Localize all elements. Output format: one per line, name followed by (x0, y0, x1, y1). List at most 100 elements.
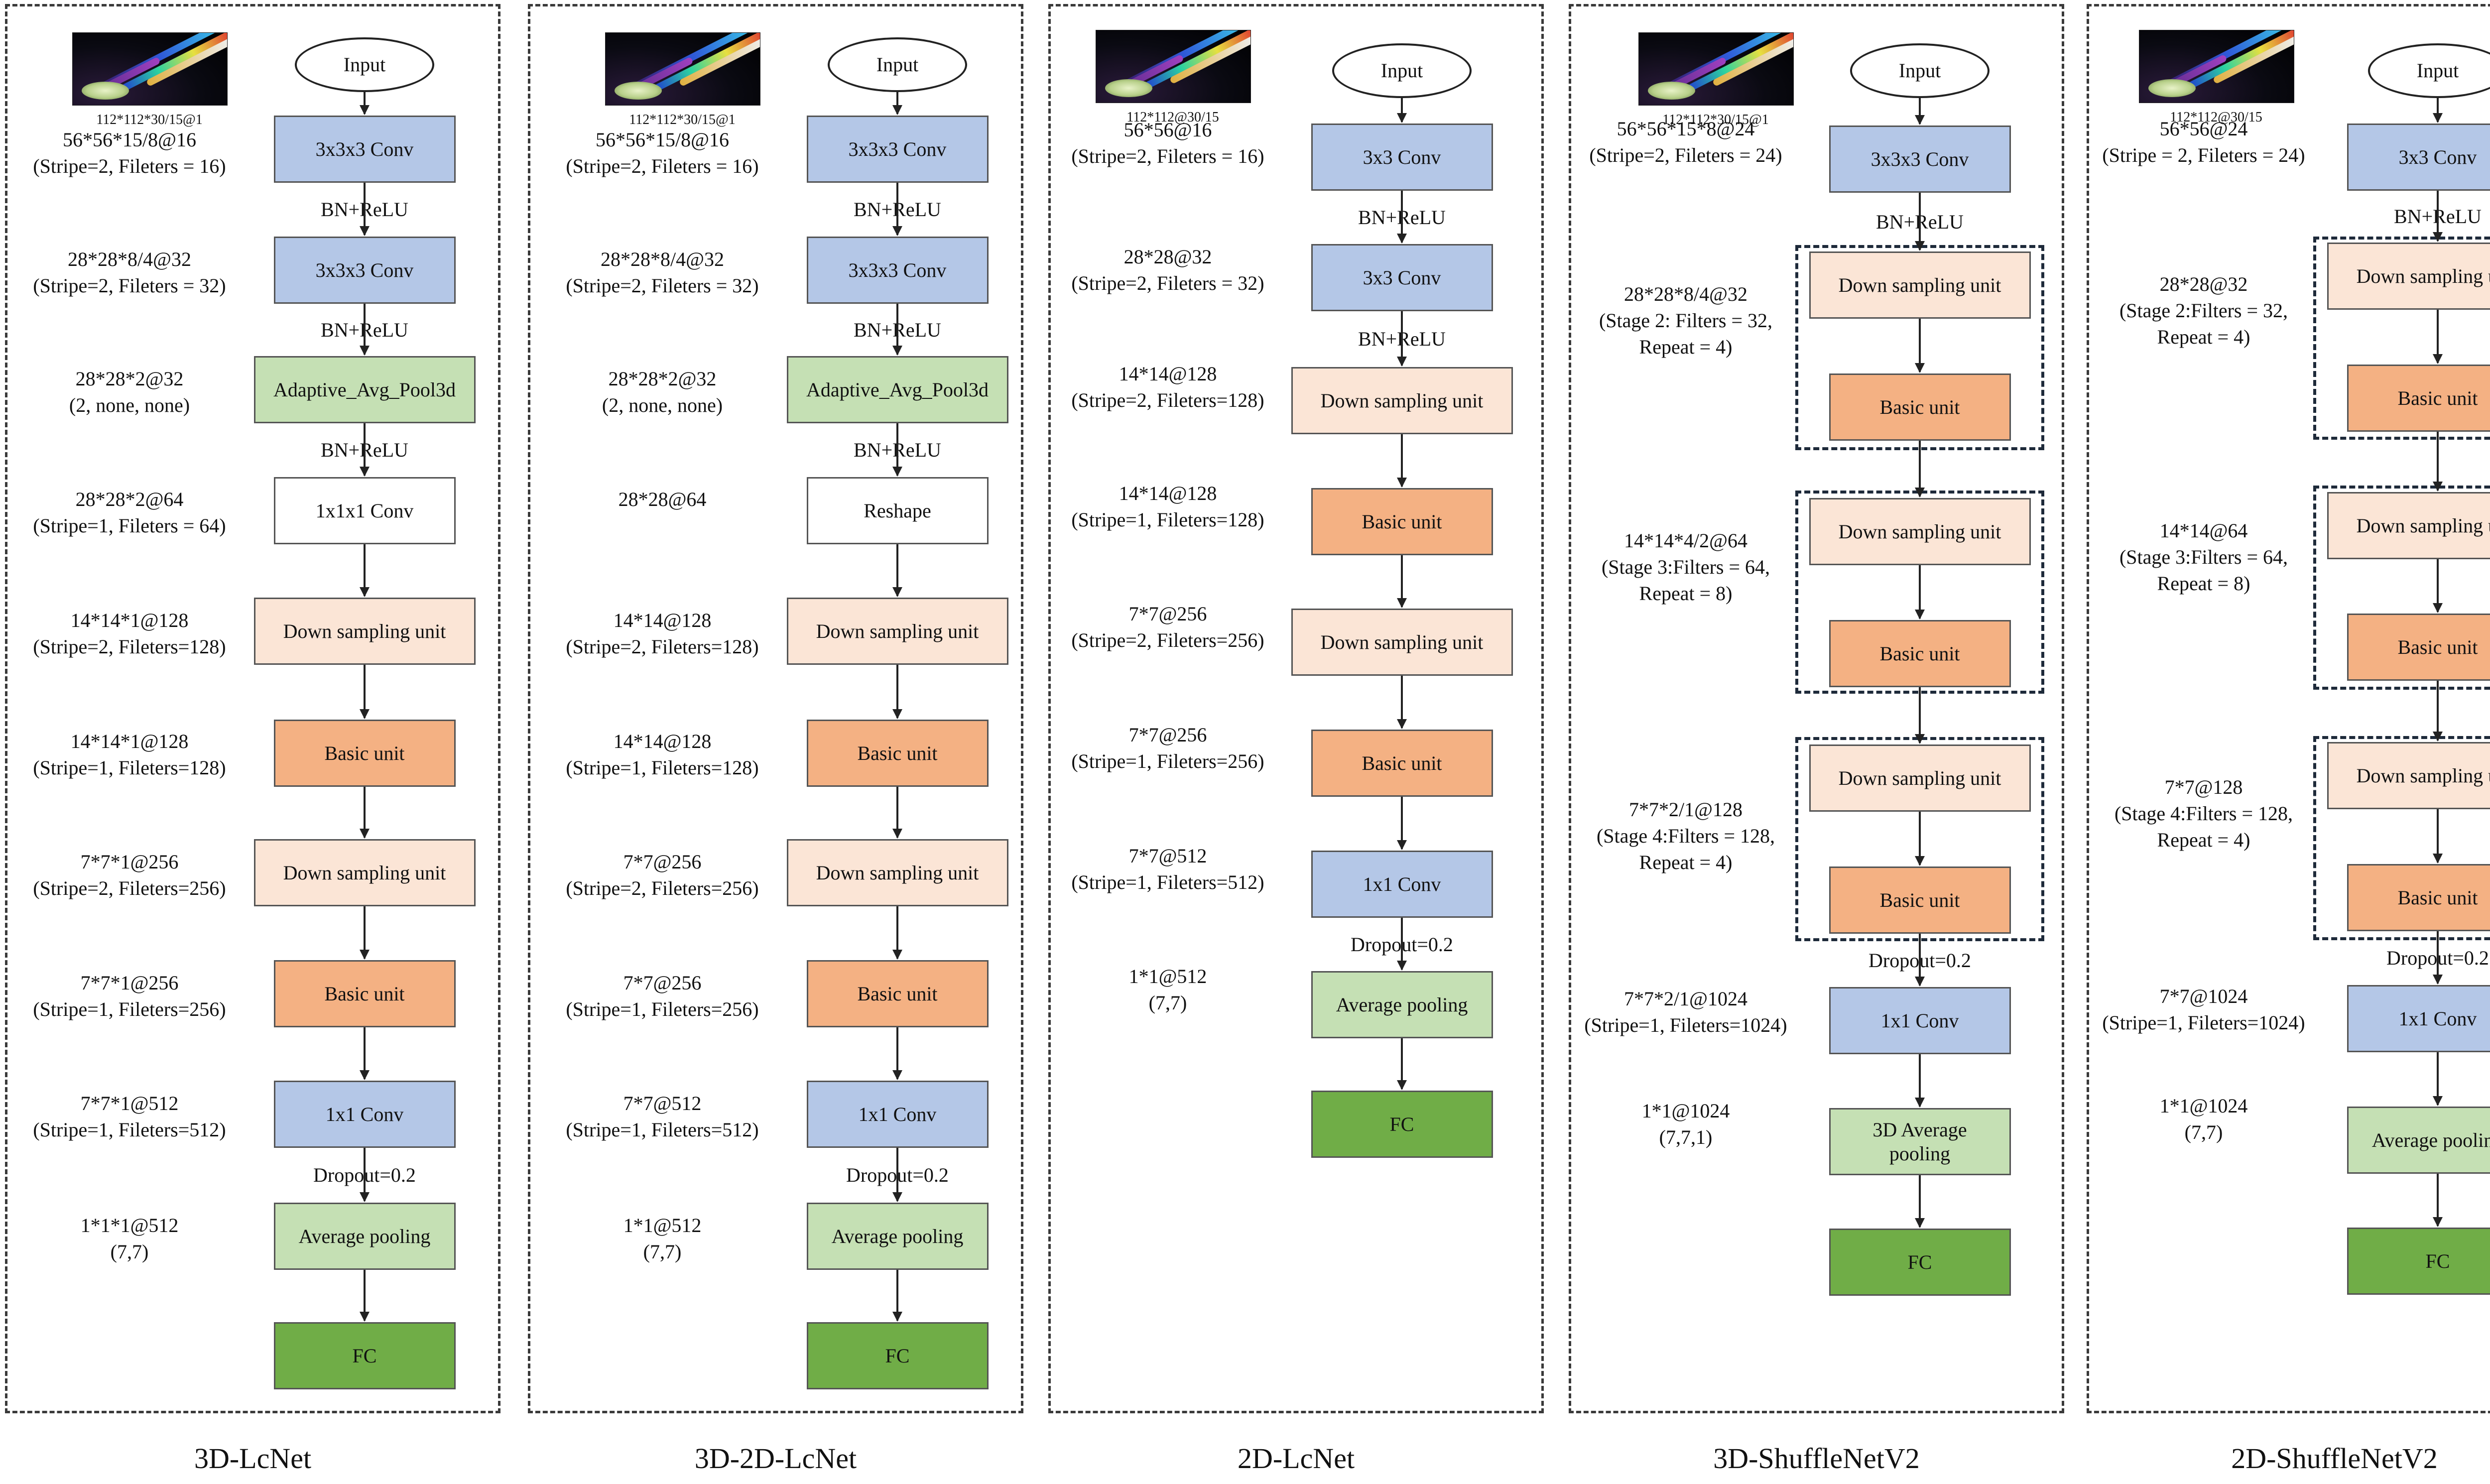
panel-1 (5, 4, 500, 1413)
block-conv: 1x1 Conv (806, 1081, 989, 1148)
block-fc: FC (273, 1322, 456, 1389)
input-image-thumbnail (72, 32, 228, 106)
block-fc: FC (1311, 1091, 1493, 1158)
input-node: Input (1332, 43, 1472, 98)
panel-title: 3D-ShuffleNetV2 (1713, 1442, 1920, 1475)
block-conv: 3x3 Conv (1311, 244, 1493, 311)
panel-title: 3D-2D-LcNet (694, 1442, 857, 1475)
block-down: Down sampling unit (2327, 243, 2490, 310)
dimension-label: 28*28*2@64 (Stripe=1, Fileters = 64) (33, 488, 226, 537)
block-pool3d: Adaptive_Avg_Pool3d (786, 356, 1008, 423)
block-avg: Average pooling (2347, 1107, 2490, 1174)
dimension-label: 1*1@1024 (7,7,1) (1641, 1100, 1730, 1148)
image-streak (121, 33, 227, 92)
dimension-label: 7*7*2/1@1024 (Stripe=1, Fileters=1024) (1584, 988, 1787, 1036)
operation-label: BN+ReLU (321, 198, 408, 221)
dimension-label: 28*28@64 (618, 488, 707, 510)
dimension-label: 28*28*2@32 (2, none, none) (602, 368, 723, 416)
block-down: Down sampling unit (253, 839, 476, 906)
input-size-caption: 112*112*30/15@1 (629, 112, 736, 127)
block-basic: Basic unit (1311, 730, 1493, 797)
block-conv: 1x1 Conv (1829, 987, 2011, 1054)
operation-label: Dropout=0.2 (846, 1164, 949, 1186)
operation-label: BN+ReLU (321, 318, 408, 341)
block-down: Down sampling unit (786, 598, 1008, 665)
operation-label: BN+ReLU (1876, 211, 1964, 233)
panel-title: 2D-LcNet (1237, 1442, 1355, 1475)
block-basic: Basic unit (806, 960, 989, 1027)
block-conv: 3x3x3 Conv (273, 237, 456, 304)
dimension-label: 14*14*4/2@64 (Stage 3:Filters = 64, Repe… (1601, 529, 1770, 605)
input-size-caption: 112*112@30/15 (2170, 110, 2262, 125)
image-blob (1648, 82, 1695, 100)
image-blob (615, 82, 662, 100)
dimension-label: 7*7*1@512 (Stripe=1, Fileters=512) (33, 1092, 226, 1141)
image-streak (1144, 30, 1250, 90)
block-down: Down sampling unit (253, 598, 476, 665)
input-image-thumbnail (2139, 30, 2294, 103)
block-conv: 3x3x3 Conv (806, 116, 989, 183)
input-node: Input (1850, 43, 1990, 98)
operation-label: BN+ReLU (2394, 205, 2482, 228)
operation-label: BN+ReLU (1358, 206, 1446, 229)
dimension-label: 28*28*8/4@32 (Stripe=2, Fileters = 32) (566, 248, 759, 297)
block-conv: 1x1 Conv (2347, 985, 2490, 1052)
block-avg: Average pooling (1311, 971, 1493, 1038)
dimension-label: 28*28*2@32 (2, none, none) (69, 368, 190, 416)
panel-3 (1048, 4, 1544, 1413)
image-blob (1105, 79, 1152, 97)
stage-group-box (2313, 736, 2490, 940)
block-basic: Basic unit (273, 960, 456, 1027)
operation-label: BN+ReLU (1358, 328, 1446, 350)
dimension-label: 1*1@1024 (7,7) (2159, 1095, 2248, 1143)
block-basic: Basic unit (273, 720, 456, 787)
dimension-label: 7*7@512 (Stripe=1, Fileters=512) (1071, 845, 1264, 893)
block-basic: Basic unit (2347, 614, 2490, 681)
dimension-label: 28*28*8/4@32 (Stripe=2, Fileters = 32) (33, 248, 226, 297)
block-conv: 3x3x3 Conv (806, 237, 989, 304)
operation-label: Dropout=0.2 (2386, 947, 2489, 969)
dimension-label: 7*7@256 (Stripe=2, Fileters=256) (1071, 603, 1264, 651)
dimension-label: 56*56@16 (Stripe=2, Fileters = 16) (1071, 119, 1264, 167)
block-down: Down sampling unit (1291, 609, 1513, 676)
block-basic: Basic unit (806, 720, 989, 787)
input-image-thumbnail (605, 32, 760, 106)
image-blob (2148, 79, 2196, 97)
block-basic: Basic unit (2347, 365, 2490, 432)
dimension-label: 7*7@256 (Stripe=1, Fileters=256) (1071, 724, 1264, 772)
dimension-label: 1*1*1@512 (7,7) (80, 1214, 179, 1263)
dimension-label: 7*7*1@256 (Stripe=1, Fileters=256) (33, 972, 226, 1020)
input-node: Input (295, 37, 434, 92)
operation-label: Dropout=0.2 (1868, 949, 1971, 972)
input-size-caption: 112*112*30/15@1 (1662, 112, 1769, 127)
image-streak (1687, 33, 1793, 92)
block-avg: 3D Average pooling (1829, 1108, 2011, 1175)
dimension-label: 1*1@512 (7,7) (623, 1214, 702, 1263)
operation-label: BN+ReLU (854, 318, 941, 341)
dimension-label: 14*14@128 (Stripe=1, Fileters=128) (1071, 482, 1264, 531)
block-conv: 3x3 Conv (1311, 124, 1493, 191)
block-conv: 3x3 Conv (2347, 124, 2490, 191)
block-down: Down sampling unit (1809, 251, 2031, 319)
dimension-label: 28*28@32 (Stripe=2, Fileters = 32) (1071, 246, 1264, 294)
block-conv: 3x3x3 Conv (1829, 125, 2011, 193)
block-down: Down sampling unit (2327, 492, 2490, 559)
block-conv: 1x1 Conv (273, 1081, 456, 1148)
block-basic: Basic unit (1829, 373, 2011, 441)
dimension-label: 14*14*1@128 (Stripe=2, Fileters=128) (33, 609, 226, 658)
operation-label: BN+ReLU (321, 439, 408, 461)
block-down: Down sampling unit (786, 839, 1008, 906)
dimension-label: 7*7@256 (Stripe=2, Fileters=256) (566, 851, 759, 899)
block-conv: 1x1 Conv (1311, 851, 1493, 918)
dimension-label: 28*28@32 (Stage 2:Filters = 32, Repeat =… (2119, 273, 2288, 348)
input-image-thumbnail (1638, 32, 1794, 106)
dimension-label: 14*14@64 (Stage 3:Filters = 64, Repeat =… (2119, 519, 2288, 595)
dimension-label: 56*56*15/8@16 (Stripe=2, Fileters = 16) (566, 128, 759, 177)
dimension-label: 56*56*15/8@16 (Stripe=2, Fileters = 16) (33, 128, 226, 177)
block-avg: Average pooling (273, 1203, 456, 1270)
input-size-caption: 112*112@30/15 (1126, 110, 1219, 125)
panel-4 (1569, 4, 2064, 1413)
block-basic: Basic unit (1311, 488, 1493, 555)
block-basic: Basic unit (1829, 866, 2011, 934)
operation-label: Dropout=0.2 (313, 1164, 416, 1186)
